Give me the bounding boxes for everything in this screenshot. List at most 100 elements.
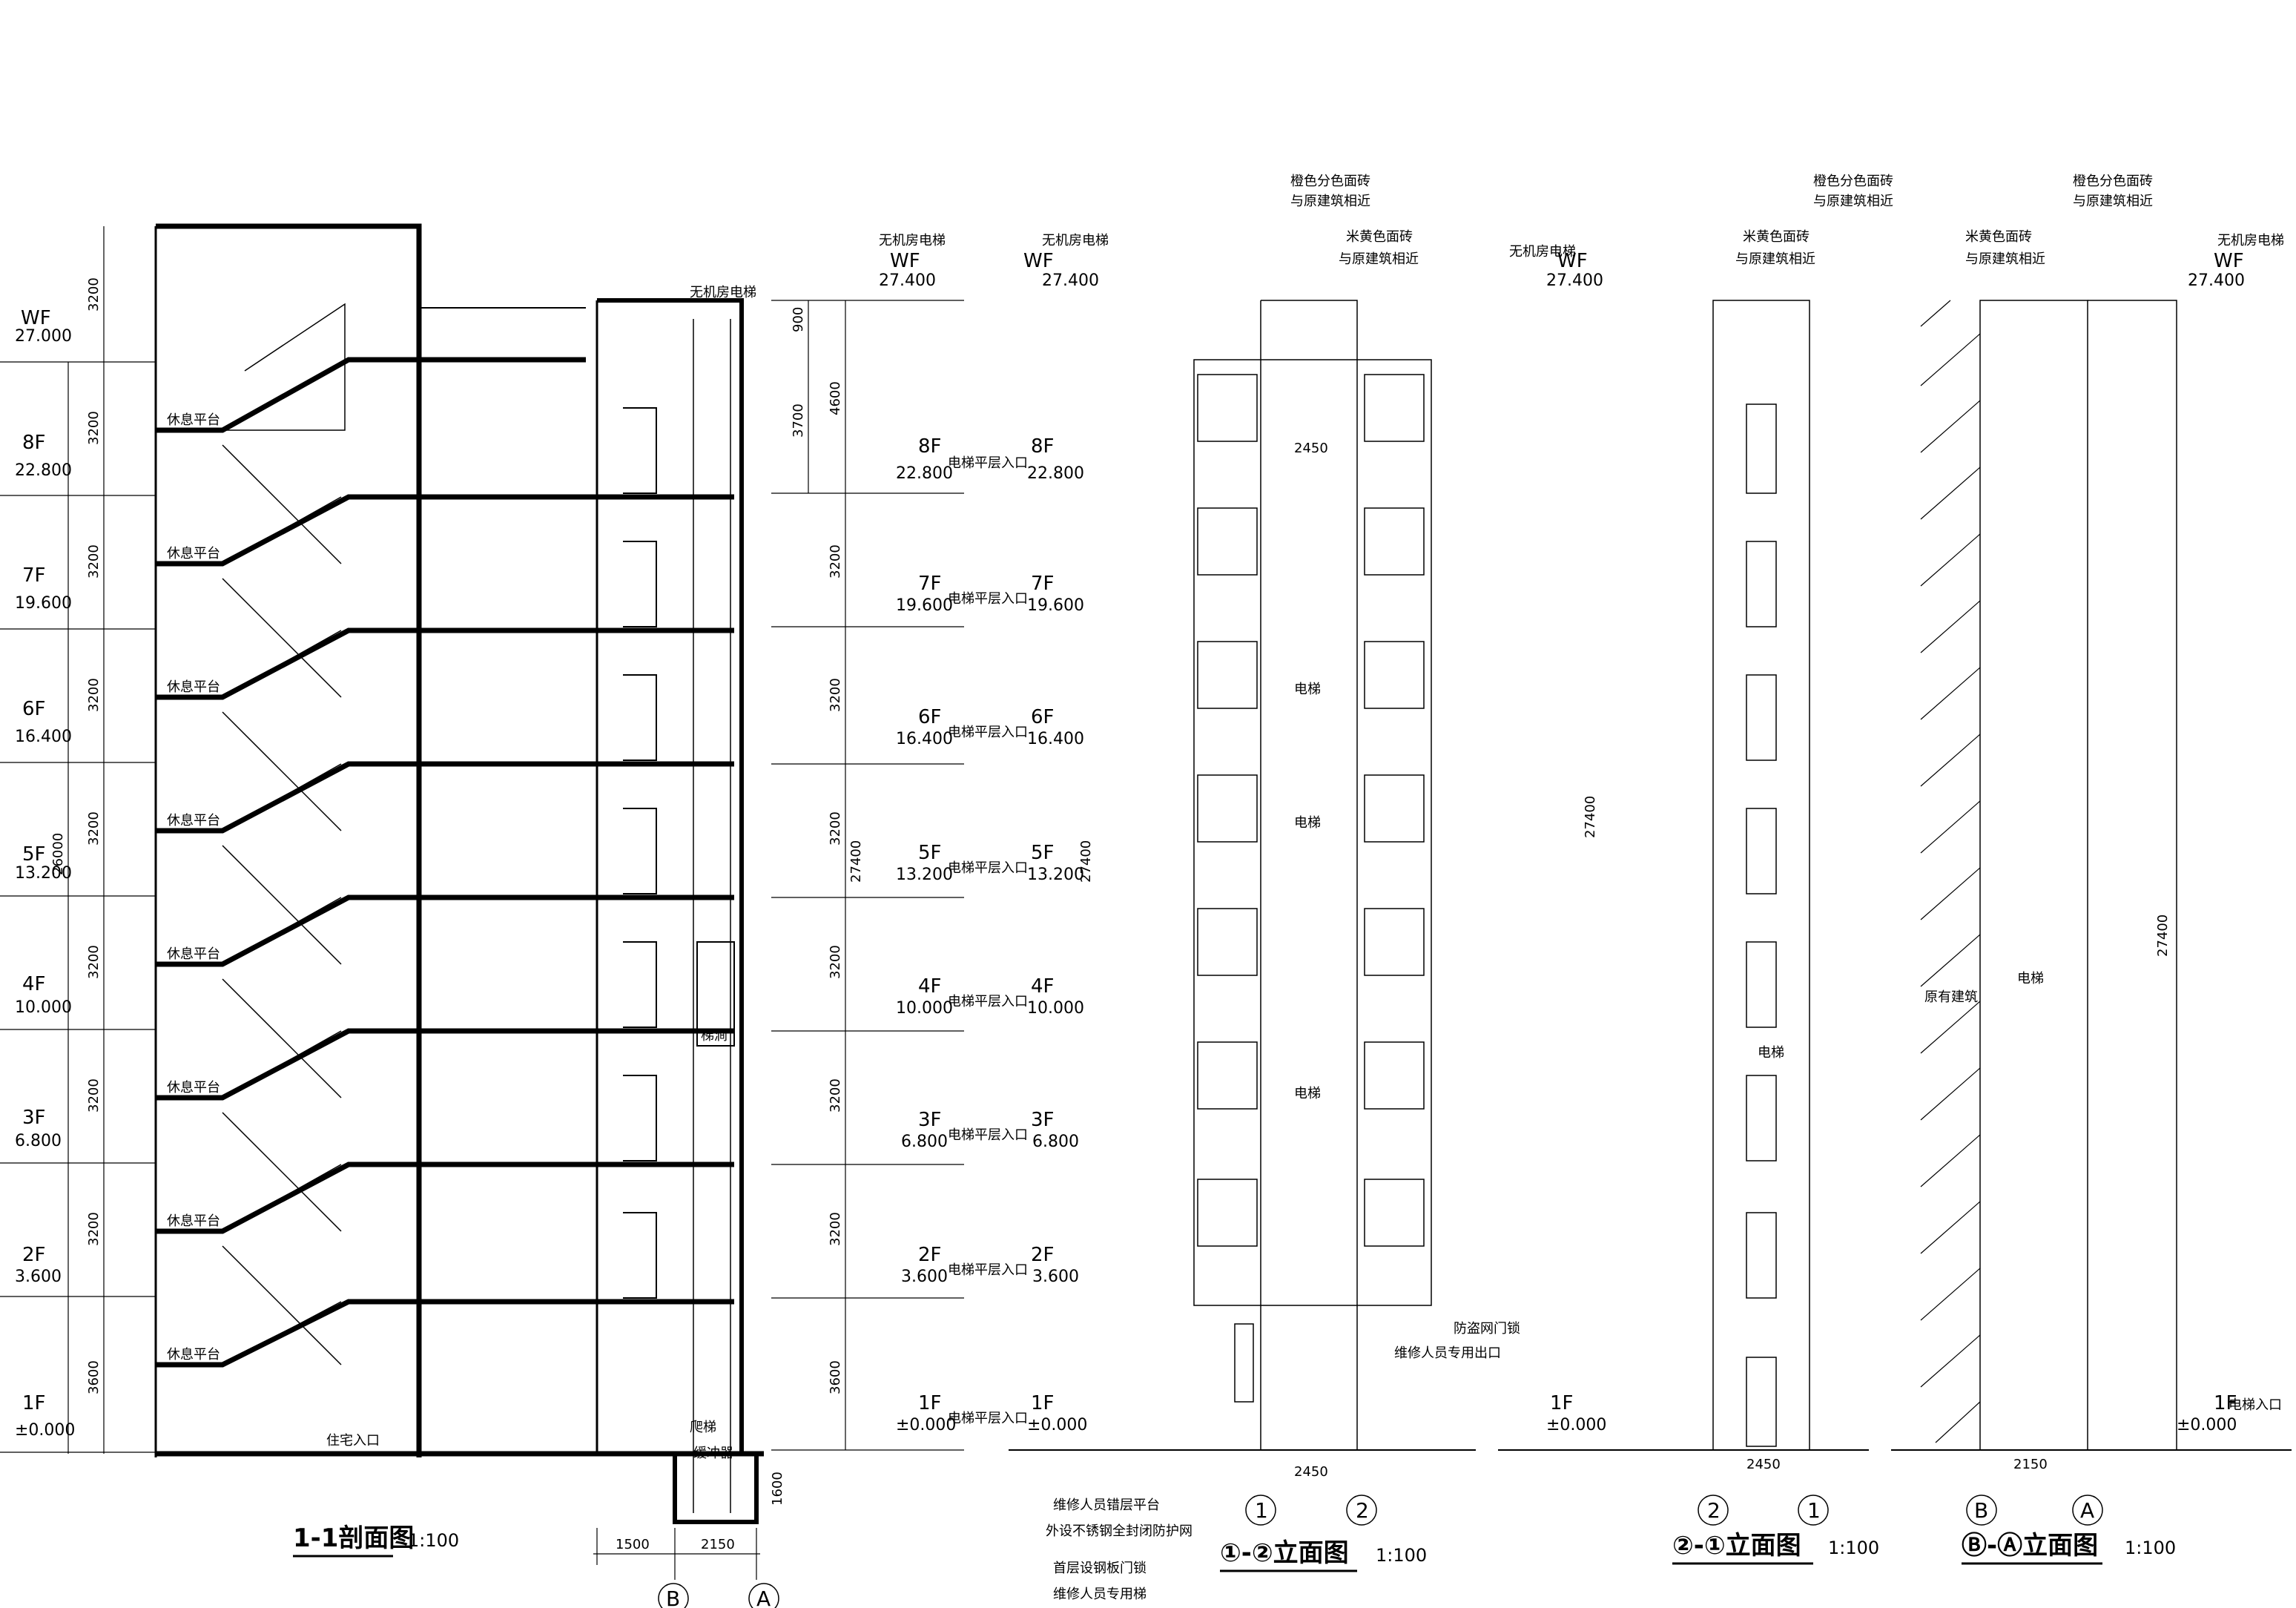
e12-8f-val: 22.800 xyxy=(1027,464,1084,483)
section-dim-3f: 3200 xyxy=(86,1078,102,1113)
elevator-floor-entry-label: 电梯平层入口 xyxy=(948,725,1028,740)
stair-zigzag xyxy=(222,303,346,1365)
axis-1-bubble xyxy=(1245,1495,1276,1526)
e12-1f-val: ±0.000 xyxy=(1027,1416,1087,1434)
e12-5f-name: 5F xyxy=(1031,842,1055,864)
section-title: 1-1剖面图 xyxy=(293,1523,414,1553)
eba-1f-val: ±0.000 xyxy=(2177,1416,2237,1434)
elevator-floor-entry-label: 电梯平层入口 xyxy=(948,1127,1028,1143)
axis-2-bubble xyxy=(1346,1495,1377,1526)
axis-2-label: 2 xyxy=(1707,1498,1721,1523)
repair-ladder-label-2: 维修人员专用梯 xyxy=(1053,1586,1147,1602)
elevation-1-2-scale: 1:100 xyxy=(1376,1545,1427,1566)
elevation-b-a-scale: 1:100 xyxy=(2125,1538,2176,1558)
right-lvl-8f-name: 8F xyxy=(918,435,942,458)
elevator-floor-entry-label: 电梯平层入口 xyxy=(948,1262,1028,1278)
mrl-elevator-label: 无机房电梯 xyxy=(1042,233,1109,248)
section-labels: 休息平台 休息平台 休息平台 休息平台 休息平台 休息平台 休息平台 休息平台 … xyxy=(167,285,756,1461)
dim-3200: 3200 xyxy=(828,811,843,846)
section-lvl-7f-val: 19.600 xyxy=(15,594,72,613)
mrl-elevator-label: 无机房电梯 xyxy=(1509,244,1576,260)
axis-b-bubble xyxy=(658,1583,689,1608)
section-lvl-1f-val: ±0.000 xyxy=(15,1421,75,1440)
dim-2450: 2450 xyxy=(1294,441,1328,456)
elevator-label: 电梯 xyxy=(1294,682,1321,697)
tile-orange-label-1: 橙色分色面砖 xyxy=(1813,174,1893,189)
dim-3200: 3200 xyxy=(828,945,843,979)
mrl-elevator-label: 无机房电梯 xyxy=(879,233,946,248)
elevation-1-2: 电梯 电梯 电梯 无机房电梯 WF 27.400 8F 22.800 7F 19… xyxy=(1009,174,1520,1602)
rest-platform-label: 休息平台 xyxy=(167,1080,220,1095)
elevator-floor-entry-label: 电梯平层入口 xyxy=(948,860,1028,876)
axis-a-bubble xyxy=(748,1583,779,1608)
section-lvl-2f-name: 2F xyxy=(22,1244,46,1266)
axis-1-label: 1 xyxy=(1255,1498,1268,1523)
e12-6f-val: 16.400 xyxy=(1027,730,1084,748)
section-lvl-4f-name: 4F xyxy=(22,973,46,995)
repair-platform-label-2: 外设不锈钢全封闭防护网 xyxy=(1046,1523,1192,1539)
rest-platform-label: 休息平台 xyxy=(167,813,220,828)
anti-theft-label-1: 防盗网门锁 xyxy=(1454,1321,1520,1337)
rest-platform-label: 休息平台 xyxy=(167,1347,220,1362)
mrl-elevator-label: 无机房电梯 xyxy=(690,285,756,300)
right-lvl-3f-name: 3F xyxy=(918,1109,942,1131)
section-lvl-8f-name: 8F xyxy=(22,432,46,454)
dim-27400: 27400 xyxy=(848,840,864,883)
dim-3200: 3200 xyxy=(828,678,843,712)
tile-beige-label-1: 米黄色面砖 xyxy=(1743,229,1810,245)
right-lvl-6f-val: 16.400 xyxy=(896,730,953,748)
e21-1f-name: 1F xyxy=(1550,1392,1574,1414)
elevation-b-a-title: Ⓑ-Ⓐ立面图 xyxy=(1962,1531,2098,1561)
e12-2f-name: 2F xyxy=(1031,1244,1055,1266)
dim-3700: 3700 xyxy=(791,403,806,438)
right-lvl-roof-val: 27.400 xyxy=(879,271,936,290)
tile-orange-label-2: 与原建筑相近 xyxy=(1813,194,1893,209)
dim-3200: 3200 xyxy=(828,544,843,579)
e12-4f-val: 10.000 xyxy=(1027,999,1084,1018)
axis-a-bubble xyxy=(2072,1495,2103,1526)
sill-beam-label: 梯涧 xyxy=(701,1028,728,1044)
elevation-2-1-title: ②-①立面图 xyxy=(1672,1531,1801,1561)
eba-roof-val: 27.400 xyxy=(2188,271,2245,290)
tile-beige-label-1: 米黄色面砖 xyxy=(1965,229,2032,245)
e12-7f-name: 7F xyxy=(1031,573,1055,595)
section-1-1 xyxy=(154,223,764,1524)
tile-orange-label-1: 橙色分色面砖 xyxy=(2073,174,2153,189)
elevator-floor-entry-label: 电梯平层入口 xyxy=(948,1411,1028,1426)
tile-orange-label-1: 橙色分色面砖 xyxy=(1290,174,1370,189)
e12-4f-name: 4F xyxy=(1031,975,1055,998)
elevator-floor-entry-label: 电梯平层入口 xyxy=(948,455,1028,471)
section-dim-2f: 3200 xyxy=(86,1212,102,1246)
section-lvl-8f-val: 22.800 xyxy=(15,461,72,480)
axis-b-label: B xyxy=(1974,1498,1988,1523)
section-lvl-roof-name: WF xyxy=(21,307,51,329)
section-dim-1f: 3600 xyxy=(86,1360,102,1394)
e12-6f-name: 6F xyxy=(1031,706,1055,728)
dim-2450: 2450 xyxy=(1746,1457,1781,1472)
right-lvl-7f-val: 19.600 xyxy=(896,596,953,615)
rest-platform-label: 休息平台 xyxy=(167,412,220,428)
e12-2f-val: 3.600 xyxy=(1032,1268,1079,1286)
dim-3200: 3200 xyxy=(828,1212,843,1246)
elevator-label: 电梯 xyxy=(1294,1086,1321,1101)
rest-platform-label: 休息平台 xyxy=(167,1213,220,1229)
rest-platform-label: 休息平台 xyxy=(167,679,220,695)
section-bottom-dims: 1500 2150 1600 B A 1-1剖面图 1:100 xyxy=(293,1472,785,1608)
right-lvl-6f-name: 6F xyxy=(918,706,942,728)
e12-roof-val: 27.400 xyxy=(1042,271,1099,290)
tile-beige-label-2: 与原建筑相近 xyxy=(1339,251,1419,267)
dim-27400: 27400 xyxy=(1078,840,1094,883)
dim-3200: 3200 xyxy=(828,1078,843,1113)
right-lvl-4f-val: 10.000 xyxy=(896,999,953,1018)
elevation-1-2-title: ①-②立面图 xyxy=(1220,1538,1349,1568)
right-lvl-2f-val: 3.600 xyxy=(901,1268,948,1286)
section-dim-4f: 3200 xyxy=(86,945,102,979)
elevator-floor-entry-label: 电梯平层入口 xyxy=(948,591,1028,607)
dim-2150: 2150 xyxy=(701,1537,735,1552)
elevator-label: 电梯 xyxy=(1294,815,1321,831)
section-lvl-2f-val: 3.600 xyxy=(15,1268,62,1286)
e12-5f-val: 13.200 xyxy=(1027,866,1084,884)
dim-3600: 3600 xyxy=(828,1360,843,1394)
original-building-label: 原有建筑 xyxy=(1924,989,1978,1005)
section-lvl-7f-name: 7F xyxy=(22,564,46,587)
